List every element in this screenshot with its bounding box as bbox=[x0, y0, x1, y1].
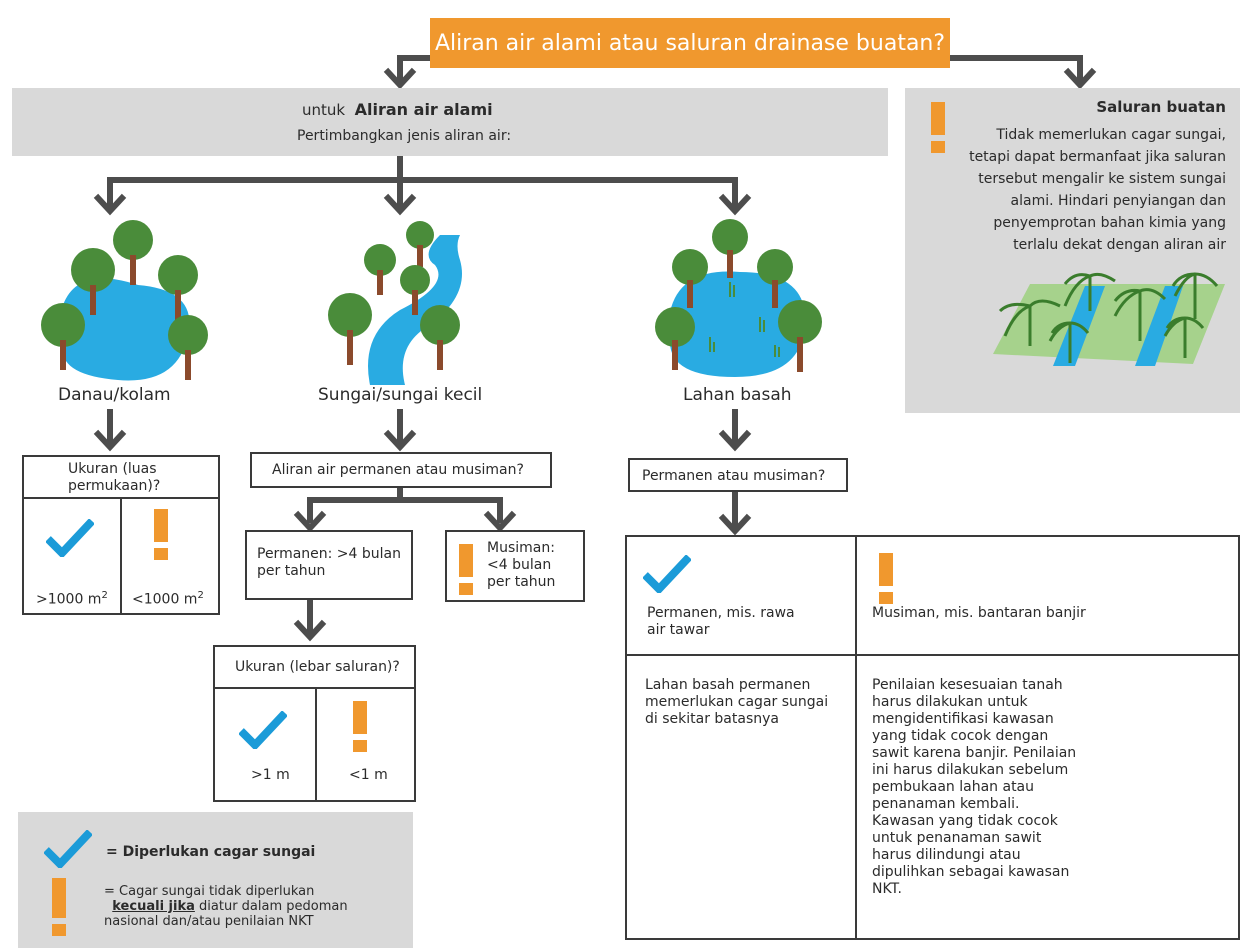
river-question-box: Aliran air permanen atau musiman? bbox=[250, 452, 552, 488]
river-width-box: Ukuran (lebar saluran)? >1 m <1 m bbox=[213, 645, 416, 802]
legend-not-required-pre: = Cagar sungai tidak diperlukan bbox=[104, 884, 315, 899]
river-width-question: Ukuran (lebar saluran)? bbox=[235, 659, 400, 675]
wetland-question-box: Permanen atau musiman? bbox=[628, 458, 848, 492]
exclamation-icon bbox=[879, 553, 893, 604]
lake-illustration bbox=[41, 220, 208, 381]
tree-icon bbox=[41, 220, 208, 380]
river-narrow-value: <1 m bbox=[349, 767, 388, 783]
river-permanent: Permanen: >4 bulan per tahun bbox=[257, 546, 401, 579]
top-question: Aliran air alami atau saluran drainase b… bbox=[430, 18, 950, 68]
wetland-question: Permanen atau musiman? bbox=[642, 468, 826, 484]
check-icon bbox=[239, 711, 287, 749]
tree-icon bbox=[328, 221, 460, 370]
lake-question: Ukuran (luas permukaan)? bbox=[68, 461, 161, 494]
check-icon bbox=[44, 830, 92, 868]
lake-label: Danau/kolam bbox=[58, 385, 171, 405]
artificial-text: Tidak memerlukan cagar sungai, tetapi da… bbox=[969, 127, 1226, 253]
wetland-illustration bbox=[655, 219, 822, 377]
check-icon bbox=[46, 519, 94, 557]
wetland-label: Lahan basah bbox=[683, 385, 792, 405]
natural-title: Aliran air alami bbox=[354, 100, 493, 119]
exclamation-icon bbox=[154, 509, 168, 560]
tree-icon bbox=[655, 219, 822, 372]
arrow-heads bbox=[93, 67, 1097, 642]
river-question: Aliran air permanen atau musiman? bbox=[272, 462, 524, 478]
river-wide-value: >1 m bbox=[251, 767, 290, 783]
palm-icon bbox=[998, 272, 1219, 363]
wetland-permanent: Permanen, mis. rawa air tawar bbox=[647, 605, 795, 638]
natural-subtitle: Pertimbangkan jenis aliran air: bbox=[297, 128, 512, 144]
natural-flow-header: untuk Aliran air alami Pertimbangkan jen… bbox=[12, 88, 888, 156]
wetland-permanent-note: Lahan basah permanen memerlukan cagar su… bbox=[645, 677, 829, 727]
artificial-title: Saluran buatan bbox=[1096, 98, 1226, 116]
river-seasonal-box: Musiman: <4 bulan per tahun bbox=[445, 530, 585, 602]
exclamation-icon bbox=[353, 701, 367, 752]
legend: = Diperlukan cagar sungai = Cagar sungai… bbox=[18, 812, 413, 948]
check-icon bbox=[643, 555, 691, 593]
top-question-text: Aliran air alami atau saluran drainase b… bbox=[434, 30, 946, 56]
lake-small-value: <1000 m2 bbox=[132, 590, 204, 608]
exclamation-icon bbox=[459, 544, 473, 595]
legend-unless: kecuali jika bbox=[112, 899, 195, 914]
lake-size-box: Ukuran (luas permukaan)? >1000 m2 <1000 … bbox=[22, 455, 220, 615]
wetland-table: Permanen, mis. rawa air tawar Musiman, m… bbox=[625, 535, 1240, 940]
river-label: Sungai/sungai kecil bbox=[318, 385, 483, 405]
artificial-channel-panel: Saluran buatan Tidak memerlukan cagar su… bbox=[905, 88, 1240, 413]
river-permanent-box: Permanen: >4 bulan per tahun bbox=[245, 530, 413, 600]
exclamation-icon bbox=[52, 878, 66, 936]
legend-not-required-post: diatur dalam pedoman nasional dan/atau p… bbox=[104, 899, 348, 929]
lake-large-value: >1000 m2 bbox=[36, 590, 108, 608]
wetland-seasonal: Musiman, mis. bantaran banjir bbox=[872, 605, 1086, 621]
natural-flow-title: untuk Aliran air alami bbox=[302, 100, 493, 119]
river-seasonal: Musiman: <4 bulan per tahun bbox=[487, 540, 556, 590]
palm-plantation-illustration bbox=[993, 272, 1225, 366]
exclamation-icon bbox=[931, 102, 945, 153]
natural-prefix: untuk bbox=[302, 101, 346, 119]
wetland-seasonal-note: Penilaian kesesuaian tanah harus dilakuk… bbox=[872, 677, 1077, 897]
legend-not-required: = Cagar sungai tidak diperlukan kecuali … bbox=[104, 884, 364, 929]
legend-required: = Diperlukan cagar sungai bbox=[106, 844, 316, 860]
